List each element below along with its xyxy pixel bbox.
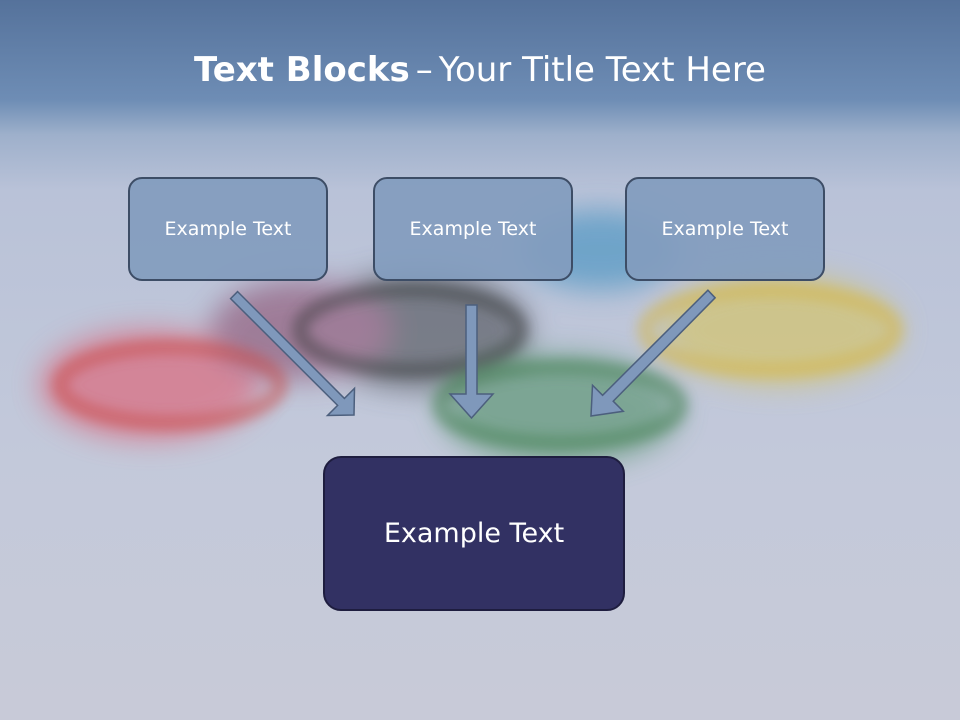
- text-block-2-label: Example Text: [409, 218, 537, 240]
- slide-title: Text Blocks–Your Title Text Here: [0, 50, 960, 90]
- target-block-label: Example Text: [383, 518, 565, 549]
- text-block-1[interactable]: Example Text: [128, 177, 328, 281]
- arrow-left: [229, 290, 356, 417]
- arrow-center: [448, 304, 495, 420]
- title-rest: Your Title Text Here: [438, 50, 766, 90]
- title-bold: Text Blocks: [194, 50, 410, 90]
- target-block[interactable]: Example Text: [323, 456, 625, 611]
- title-separator: –: [415, 50, 433, 90]
- text-block-1-label: Example Text: [164, 218, 292, 240]
- text-block-3-label: Example Text: [661, 218, 789, 240]
- text-block-2[interactable]: Example Text: [373, 177, 573, 281]
- arrow-right: [590, 289, 717, 417]
- text-block-3[interactable]: Example Text: [625, 177, 825, 281]
